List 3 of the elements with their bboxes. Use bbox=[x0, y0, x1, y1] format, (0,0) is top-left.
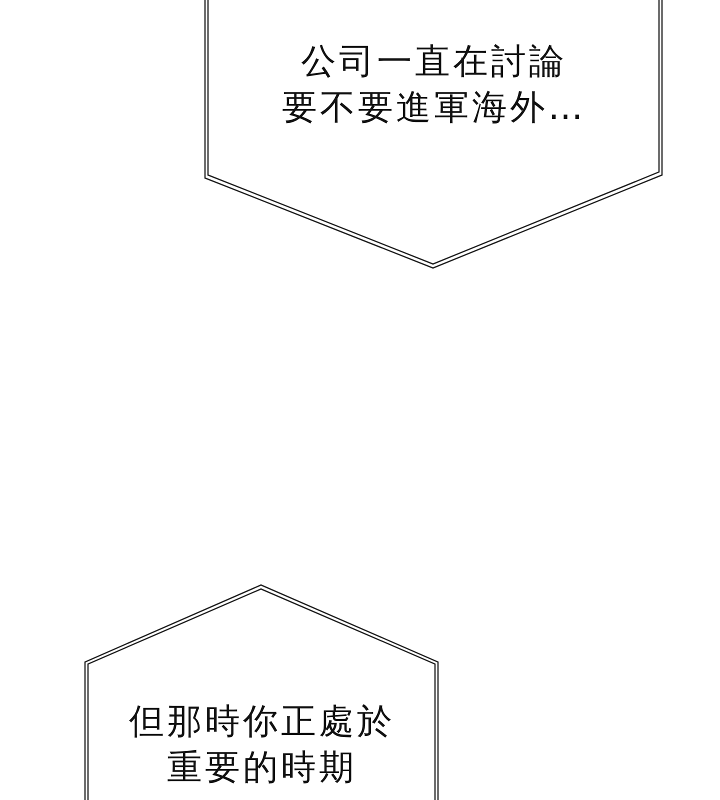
dialogue-text: 公司一直在討論要不要進軍海外… bbox=[281, 41, 587, 130]
dialogue-text: 但那時你正處於重要的時期 bbox=[128, 701, 396, 790]
speech-box bbox=[83, 583, 441, 800]
